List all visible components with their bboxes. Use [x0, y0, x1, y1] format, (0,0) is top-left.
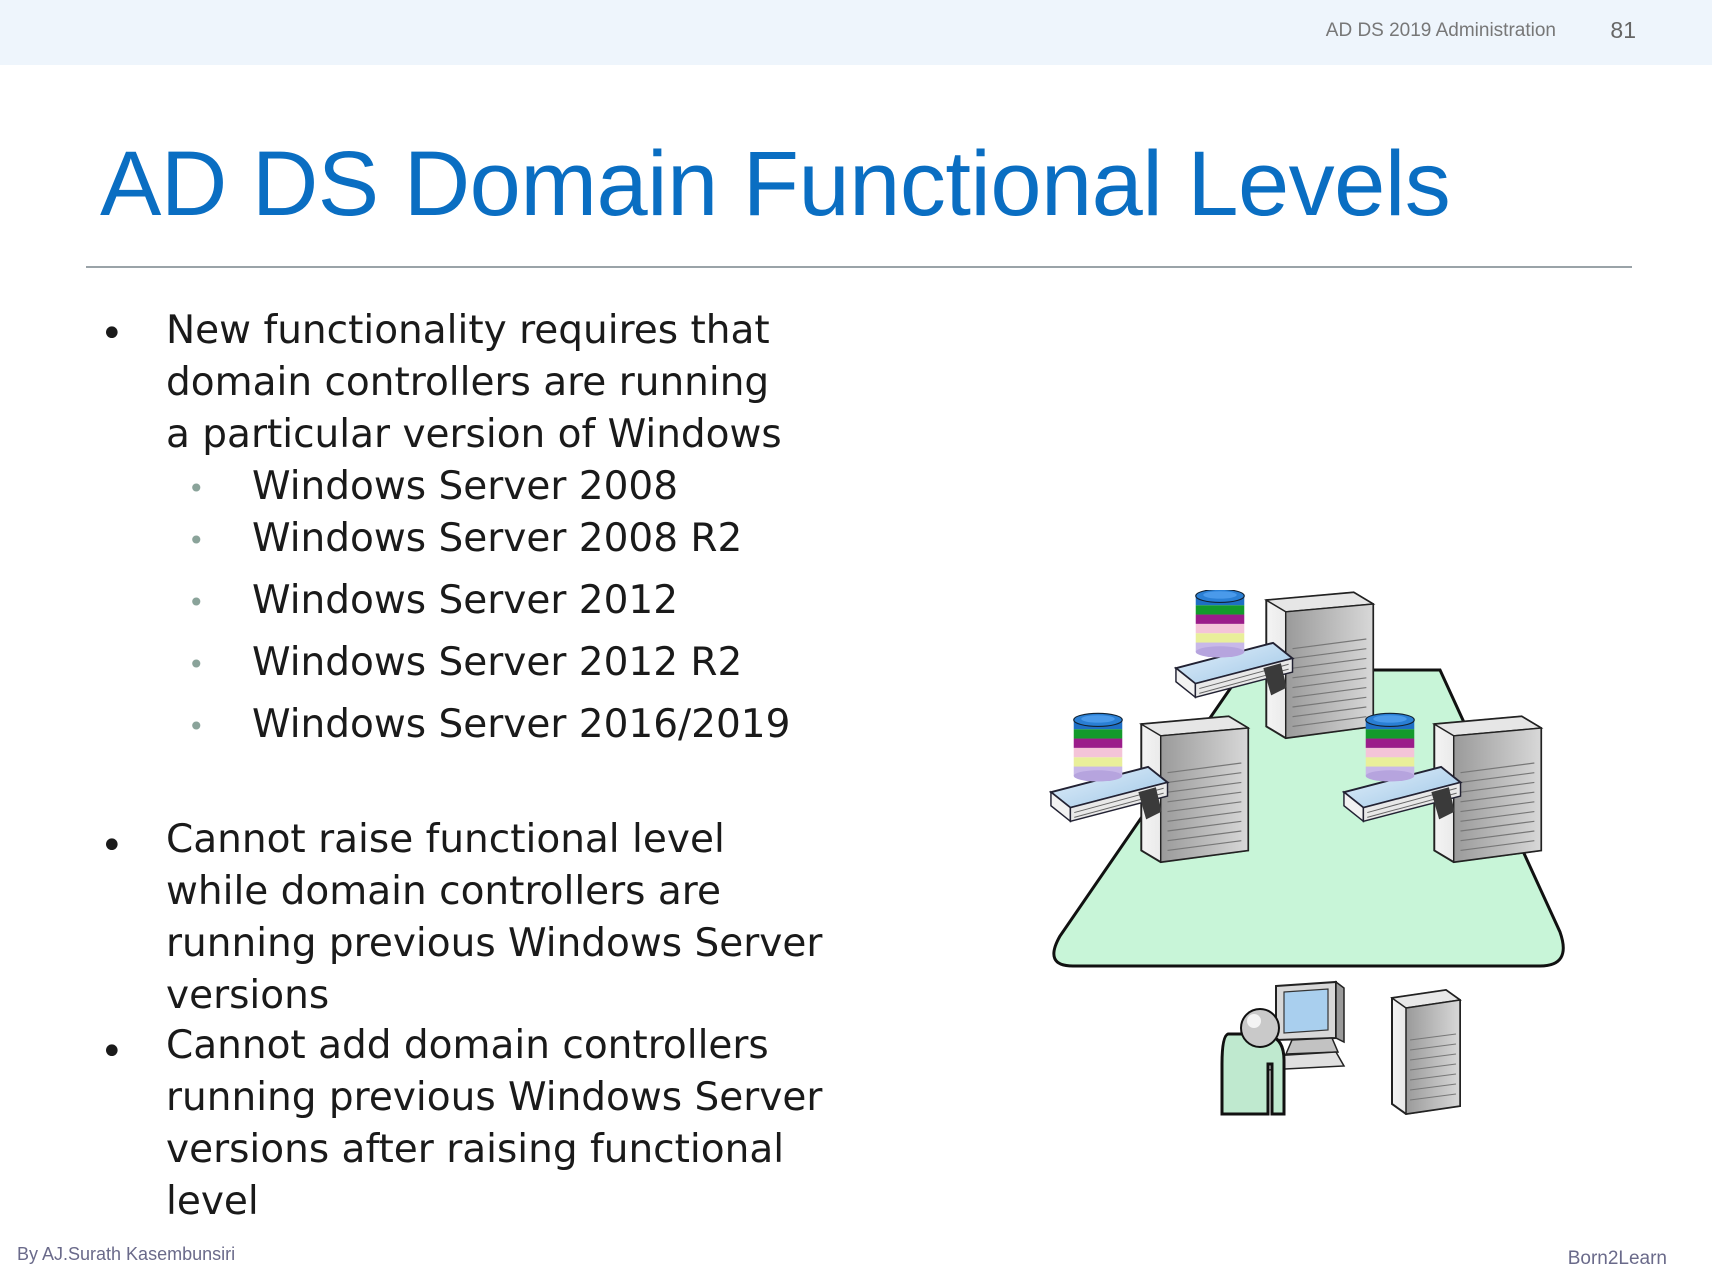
domain-diagram	[1049, 590, 1565, 1116]
bullet-text: New functionality requires that domain c…	[166, 308, 782, 457]
database-icon	[1365, 712, 1415, 783]
user-icon	[1220, 1008, 1286, 1116]
sub-bullet-text: Windows Server 2008 R2	[252, 516, 743, 561]
server-icon	[1390, 988, 1462, 1116]
sub-bullet-text: Windows Server 2012	[252, 578, 679, 623]
footer-brand: Born2Learn	[1567, 1248, 1667, 1269]
sub-bullet-marker: •	[188, 586, 205, 619]
sub-bullet-marker: •	[188, 648, 205, 681]
sub-bullet-marker: •	[188, 472, 205, 505]
bullet-marker: •	[100, 311, 124, 357]
workstation-icon	[1264, 980, 1346, 1071]
database-icon	[1073, 712, 1123, 783]
header-bar: AD DS 2019 Administration 81	[0, 0, 1712, 65]
bullet-text: Cannot raise functional level while doma…	[166, 817, 823, 1018]
footer-author: By AJ.Surath Kasembunsiri	[17, 1244, 236, 1264]
bullet-marker: •	[100, 1029, 124, 1075]
course-title: AD DS 2019 Administration	[1325, 20, 1556, 41]
sub-bullet-text: Windows Server 2012 R2	[252, 640, 743, 685]
slide-title: AD DS Domain Functional Levels	[100, 133, 1451, 235]
sub-bullet-marker: •	[188, 524, 205, 557]
title-divider	[86, 266, 1632, 268]
sub-bullet-text: Windows Server 2016/2019	[252, 702, 791, 747]
bullet-list: • New functionality requires that domain…	[0, 0, 900, 1224]
sub-bullet-marker: •	[188, 710, 205, 743]
database-icon	[1195, 590, 1245, 659]
sub-bullet-text: Windows Server 2008	[252, 464, 679, 509]
bullet-marker: •	[100, 823, 124, 869]
bullet-text: Cannot add domain controllers running pr…	[166, 1023, 823, 1224]
page-number: 81	[1610, 17, 1636, 43]
